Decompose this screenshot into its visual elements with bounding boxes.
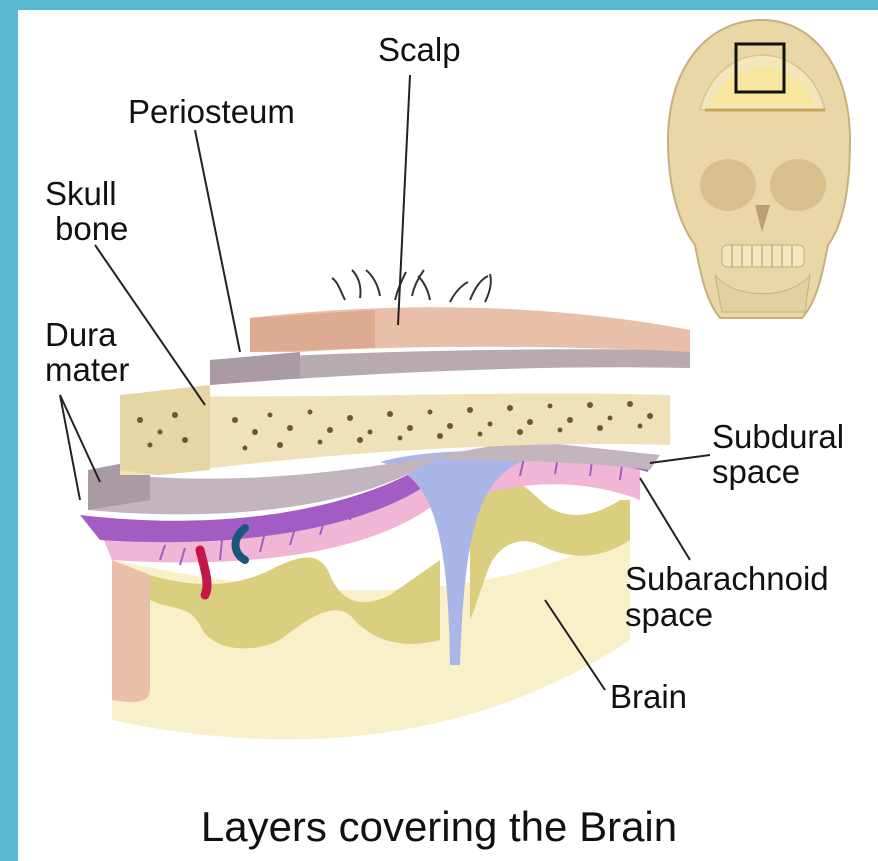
diagram-caption: Layers covering the Brain bbox=[0, 805, 878, 849]
label-subarachnoid-line1: Subarachnoid bbox=[625, 562, 829, 595]
label-dura-mater-line2: mater bbox=[45, 353, 129, 386]
label-periosteum: Periosteum bbox=[128, 95, 295, 128]
label-subdural-line2: space bbox=[712, 455, 800, 488]
label-skull-bone-line2: bone bbox=[55, 212, 128, 245]
label-subarachnoid-line2: space bbox=[625, 598, 713, 631]
label-skull-bone-line1: Skull bbox=[45, 177, 117, 210]
label-brain: Brain bbox=[610, 680, 687, 713]
label-subdural-line1: Subdural bbox=[712, 420, 844, 453]
cross-section bbox=[80, 270, 690, 739]
label-dura-mater-line1: Dura bbox=[45, 318, 117, 351]
skull-icon bbox=[668, 20, 850, 318]
label-scalp: Scalp bbox=[378, 33, 461, 66]
